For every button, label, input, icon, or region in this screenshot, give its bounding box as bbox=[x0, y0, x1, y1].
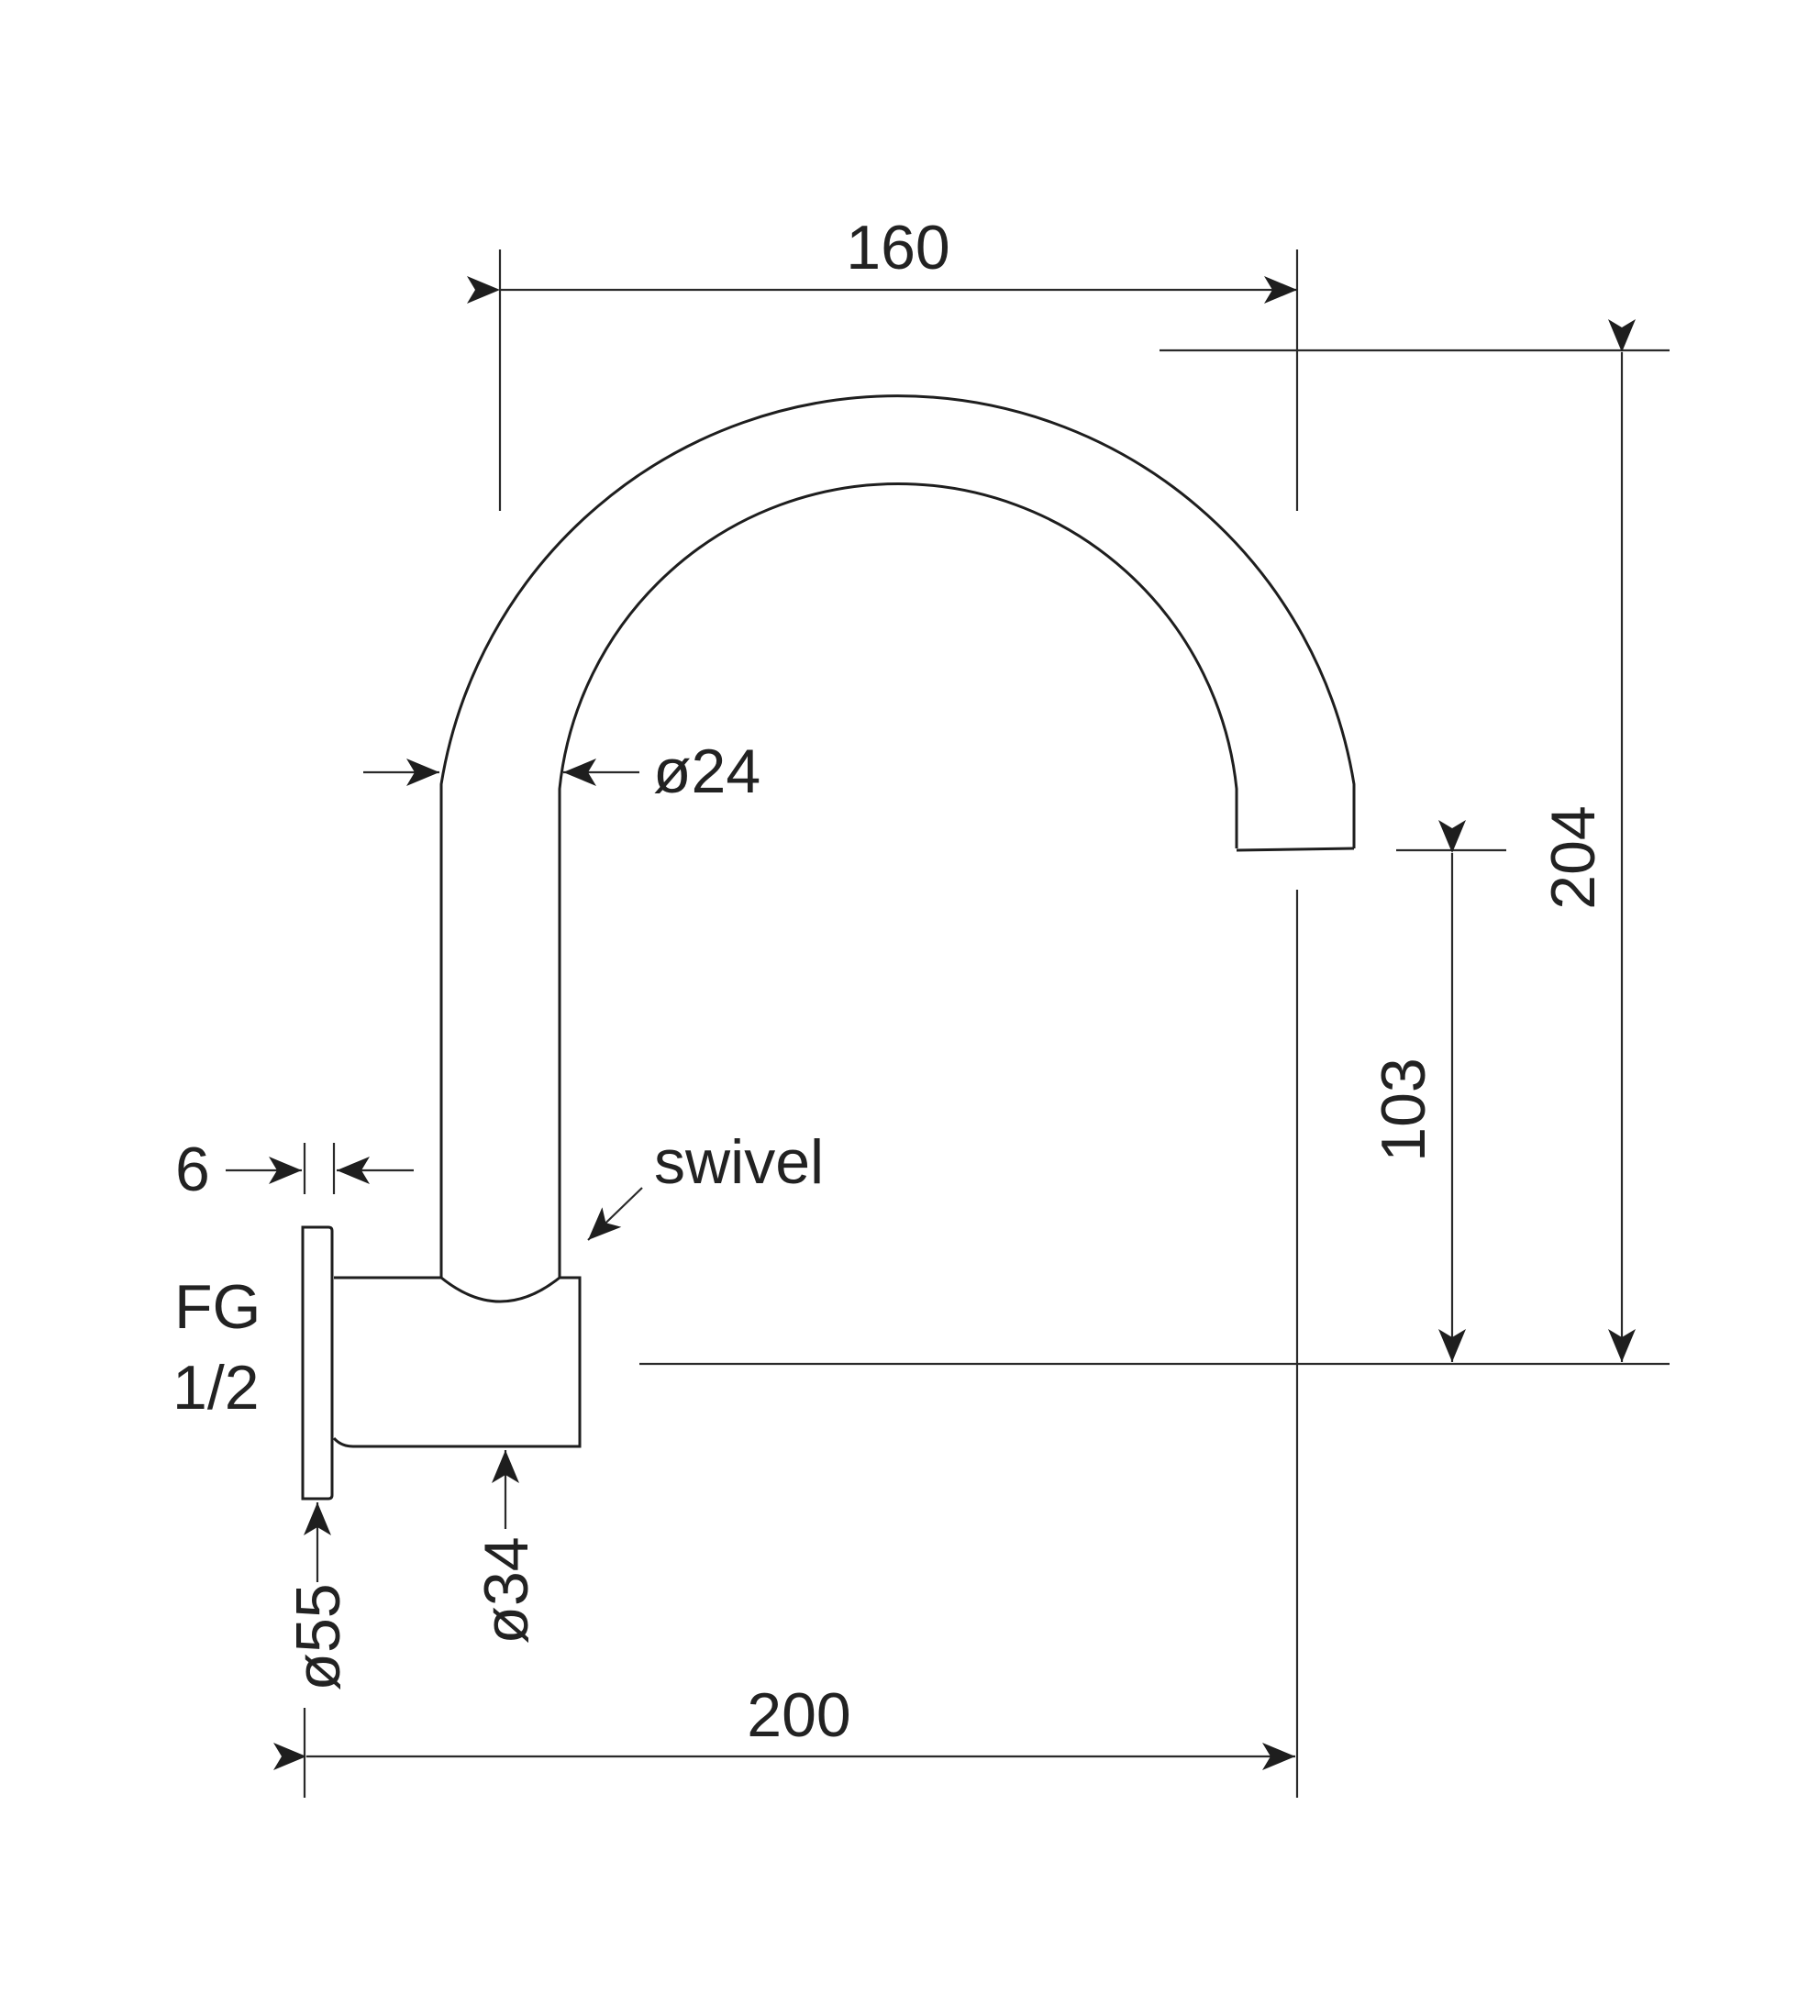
dimension-flange-thickness: 6 bbox=[175, 1135, 414, 1204]
dimension-top-width: 160 bbox=[467, 213, 1299, 511]
label-thread-fg: FG bbox=[174, 1272, 261, 1342]
dimension-outlet-height: 103 bbox=[1295, 820, 1506, 1798]
label-thread-size: 1/2 bbox=[172, 1353, 260, 1423]
label-swivel: swivel bbox=[654, 1127, 824, 1197]
dimension-flange-diameter: ø55 bbox=[283, 1502, 353, 1691]
dimension-total-height: 204 bbox=[639, 319, 1670, 1366]
dimension-pipe-diameter: ø24 bbox=[363, 737, 760, 806]
label-total-height: 204 bbox=[1538, 805, 1608, 909]
label-top-width: 160 bbox=[846, 213, 949, 282]
swivel-body bbox=[332, 1276, 582, 1448]
label-body-diameter: ø34 bbox=[472, 1536, 541, 1644]
label-outlet-height: 103 bbox=[1369, 1058, 1438, 1161]
label-pipe-diameter: ø24 bbox=[653, 737, 760, 806]
thread-spec: FG 1/2 bbox=[172, 1272, 261, 1423]
label-flange-diameter: ø55 bbox=[283, 1583, 353, 1690]
label-flange-thickness: 6 bbox=[175, 1135, 210, 1204]
wall-flange bbox=[301, 1225, 334, 1501]
swivel-callout: swivel bbox=[587, 1127, 824, 1241]
dimension-total-projection: 200 bbox=[273, 1680, 1295, 1798]
spout-outline bbox=[439, 394, 1356, 1278]
dimension-body-diameter: ø34 bbox=[472, 1450, 541, 1645]
label-total-projection: 200 bbox=[747, 1680, 850, 1750]
